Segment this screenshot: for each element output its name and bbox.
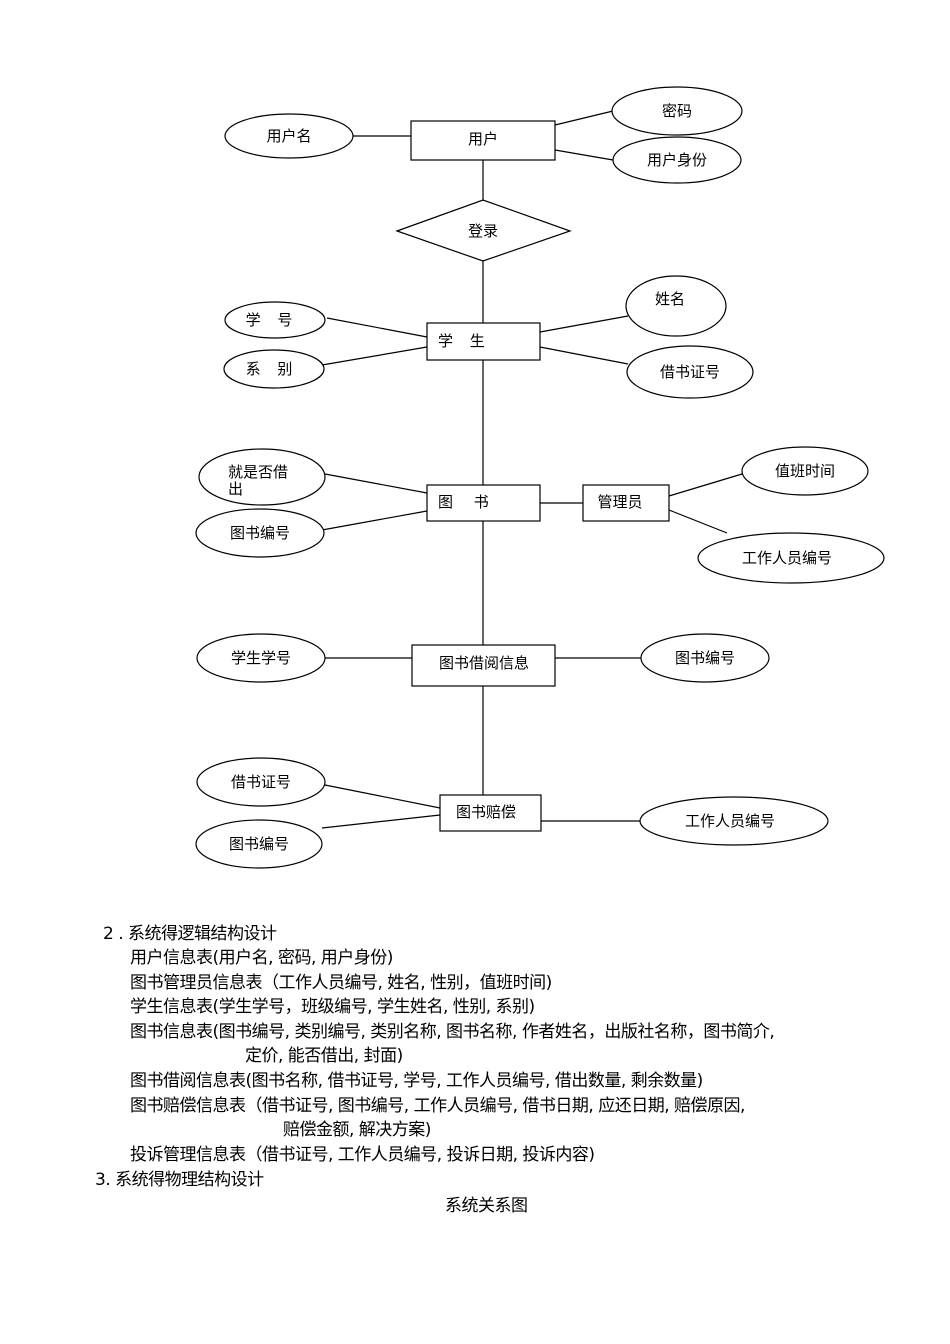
- attr-is-borrowed: 就是否借 出: [198, 448, 326, 506]
- entity-student: 学 生: [426, 322, 541, 361]
- svg-text:图书编号: 图书编号: [675, 649, 735, 667]
- svg-text:学 生: 学 生: [438, 332, 491, 350]
- relationship-login: 登录: [395, 199, 572, 262]
- table-def-student: 学生信息表(学生学号，班级编号, 学生姓名, 性别, 系别): [130, 997, 535, 1017]
- attr-staff-id: 工作人员编号: [697, 532, 885, 584]
- svg-text:借书证号: 借书证号: [231, 773, 291, 791]
- entity-admin: 管理员: [582, 484, 670, 522]
- table-def-admin: 图书管理员信息表（工作人员编号, 姓名, 性别，值班时间): [130, 973, 552, 993]
- table-def-compensation-cont: 赔偿金额, 解决方案): [283, 1120, 431, 1140]
- table-def-borrow: 图书借阅信息表(图书名称, 借书证号, 学号, 工作人员编号, 借出数量, 剩余…: [130, 1071, 703, 1091]
- entity-user: 用户: [410, 120, 556, 161]
- table-def-complaint: 投诉管理信息表（借书证号, 工作人员编号, 投诉日期, 投诉内容): [130, 1145, 595, 1165]
- attr-comp-book-id: 图书编号: [195, 819, 323, 869]
- figure-caption: 系统关系图: [445, 1196, 528, 1216]
- svg-text:学生学号: 学生学号: [231, 649, 291, 667]
- svg-text:登录: 登录: [468, 222, 498, 240]
- entity-label: 用户: [468, 130, 498, 148]
- attr-duty-time: 值班时间: [741, 446, 869, 496]
- svg-text:用户名: 用户名: [266, 127, 311, 145]
- attr-student-no: 学 号: [224, 301, 326, 339]
- svg-text:出: 出: [228, 480, 243, 498]
- svg-text:工作人员编号: 工作人员编号: [685, 812, 775, 830]
- section-heading-physical: 3. 系统得物理结构设计: [95, 1170, 264, 1190]
- entity-book: 图 书: [426, 484, 541, 522]
- section-heading-logical: 2 . 系统得逻辑结构设计: [103, 924, 277, 944]
- table-def-user: 用户信息表(用户名, 密码, 用户身份): [130, 948, 393, 968]
- svg-text:借书证号: 借书证号: [660, 363, 720, 381]
- svg-text:图 书: 图 书: [438, 493, 497, 511]
- attr-username: 用户名: [224, 113, 354, 159]
- svg-text:图书编号: 图书编号: [229, 835, 289, 853]
- svg-text:系 别: 系 别: [246, 360, 299, 378]
- svg-text:值班时间: 值班时间: [775, 462, 835, 480]
- attr-student-id: 学生学号: [196, 633, 326, 683]
- attr-name: 姓名: [625, 275, 727, 337]
- svg-text:工作人员编号: 工作人员编号: [742, 549, 832, 567]
- svg-text:学 号: 学 号: [246, 311, 299, 329]
- entity-compensation: 图书赔偿: [439, 794, 542, 832]
- svg-text:姓名: 姓名: [655, 290, 685, 308]
- attr-book-id: 图书编号: [195, 508, 325, 558]
- attr-borrow-book-id: 图书编号: [640, 633, 770, 683]
- svg-text:密码: 密码: [662, 102, 692, 120]
- svg-text:图书编号: 图书编号: [230, 524, 290, 542]
- table-def-compensation: 图书赔偿信息表（借书证号, 图书编号, 工作人员编号, 借书日期, 应还日期, …: [130, 1096, 745, 1116]
- table-def-book: 图书信息表(图书编号, 类别编号, 类别名称, 图书名称, 作者姓名，出版社名称…: [130, 1022, 775, 1042]
- svg-text:就是否借: 就是否借: [228, 463, 288, 481]
- svg-text:图书赔偿: 图书赔偿: [456, 803, 516, 821]
- attr-comp-staff-id: 工作人员编号: [639, 796, 829, 846]
- connector-lines: [321, 110, 743, 829]
- attr-comp-card-no: 借书证号: [196, 757, 326, 807]
- svg-text:用户身份: 用户身份: [647, 151, 707, 169]
- table-def-book-cont: 定价, 能否借出, 封面): [245, 1046, 403, 1066]
- er-diagram: 用户 用户名 密码 用户身份 登录 学 生 学 号 系 别 姓名 借书证号 图 …: [195, 86, 885, 869]
- attr-library-card-no: 借书证号: [626, 345, 754, 399]
- attr-password: 密码: [611, 86, 743, 136]
- attr-department: 系 别: [223, 349, 325, 389]
- entity-borrow-info: 图书借阅信息: [411, 644, 556, 687]
- attr-user-role: 用户身份: [612, 136, 742, 184]
- svg-text:管理员: 管理员: [597, 493, 642, 511]
- svg-text:图书借阅信息: 图书借阅信息: [439, 654, 529, 672]
